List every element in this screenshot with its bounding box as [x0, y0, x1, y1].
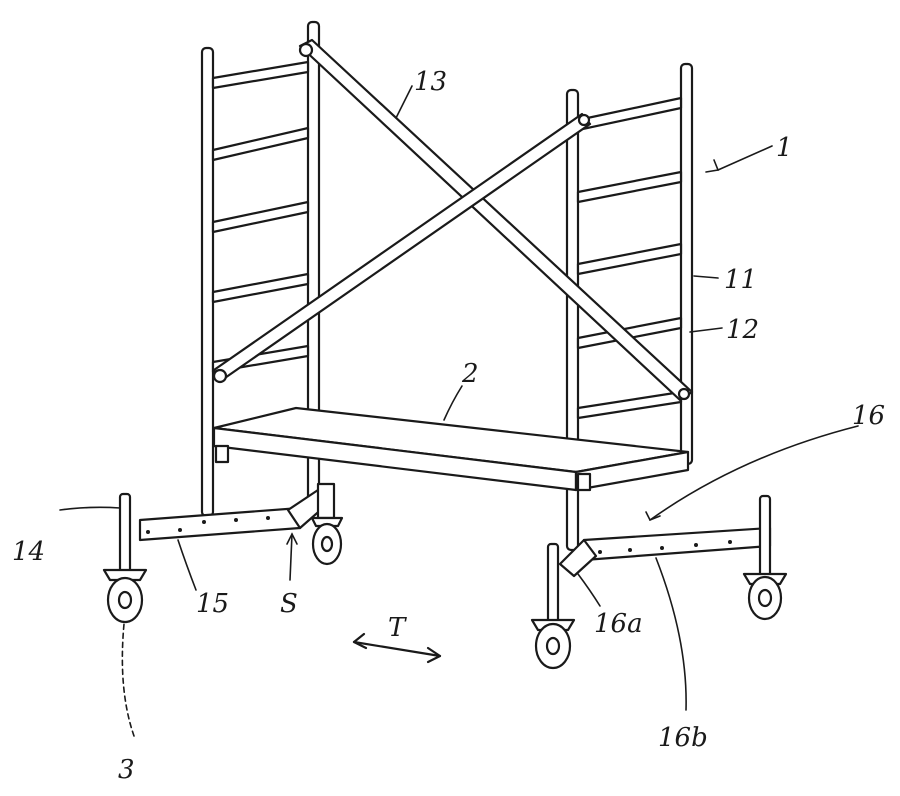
castor-wheel — [530, 618, 576, 670]
left-frame-rung — [211, 272, 310, 304]
leader-15 — [177, 539, 197, 591]
label-15: 15 — [196, 589, 229, 619]
leader-14 — [59, 506, 121, 511]
stabiliser-arm-15 — [138, 506, 302, 542]
right-stabiliser — [546, 494, 772, 626]
diagonal-braces — [212, 38, 694, 402]
wheel-hub — [117, 590, 133, 610]
leader-16a — [577, 573, 601, 607]
rivet — [598, 550, 602, 554]
travel-direction-arrow — [352, 640, 442, 658]
stabiliser-joint-16a — [558, 538, 598, 578]
support-post — [546, 542, 560, 626]
rivet — [660, 546, 664, 550]
left-frame-rung — [211, 126, 310, 162]
label-s: S — [280, 589, 298, 619]
leader-16-arrowhead — [645, 511, 661, 522]
label-2: 2 — [461, 359, 479, 389]
leader-16 — [649, 425, 859, 521]
label-3: 3 — [118, 755, 135, 785]
castor-wheel — [310, 516, 344, 566]
right-frame-outer-upright — [679, 62, 694, 466]
castor-wheel — [742, 572, 788, 621]
leader-13 — [395, 85, 413, 119]
leader-1-arrowhead — [705, 159, 720, 173]
label-16a: 16a — [594, 609, 643, 639]
castor-wheel-3 — [102, 568, 148, 624]
castor-wheels — [102, 516, 788, 670]
stabiliser-clamp — [316, 482, 336, 520]
platform-hook — [576, 472, 592, 492]
leader-3 — [121, 623, 135, 737]
support-post-14 — [118, 492, 132, 576]
leader-12 — [689, 327, 723, 333]
brace-hook — [212, 368, 228, 384]
wheel-hub — [320, 535, 334, 553]
leader-1 — [717, 145, 773, 171]
rivet — [728, 540, 732, 544]
left-frame-rung — [211, 200, 310, 234]
label-t: T — [388, 613, 407, 643]
leader-s — [289, 533, 293, 581]
left-frame — [200, 20, 321, 518]
label-14: 14 — [12, 537, 45, 567]
rivet — [694, 543, 698, 547]
leader-lines — [59, 85, 859, 737]
label-16b: 16b — [658, 723, 708, 753]
leader-16b — [655, 557, 687, 711]
left-frame-rung — [211, 60, 310, 90]
arrowhead-left — [352, 632, 368, 650]
wheel-hub — [545, 636, 561, 656]
right-frame-rung — [576, 242, 683, 276]
castor-plate — [102, 568, 148, 582]
rivet — [266, 516, 270, 520]
wheel-hub — [757, 588, 773, 608]
label-11: 11 — [724, 265, 757, 295]
rivet — [146, 530, 150, 534]
brace-hook — [577, 113, 591, 127]
rivet — [234, 518, 238, 522]
reference-labels: 13 1 11 12 2 16 14 15 S T 16a 16b 3 — [12, 67, 885, 785]
left-frame-outer-upright — [200, 46, 215, 518]
platform-hook — [214, 444, 230, 464]
label-13: 13 — [414, 67, 447, 97]
platform-2 — [212, 406, 690, 492]
rivet — [202, 520, 206, 524]
brace-hook — [298, 42, 314, 58]
label-16: 16 — [852, 401, 885, 431]
right-frame — [565, 62, 694, 552]
right-frame-rung — [576, 170, 683, 204]
castor-plate — [310, 516, 344, 528]
brace-hook — [677, 387, 691, 401]
rivet — [178, 528, 182, 532]
leader-11 — [693, 275, 719, 279]
rivet — [628, 548, 632, 552]
label-1: 1 — [776, 133, 793, 163]
platform-side-edge — [574, 450, 690, 492]
label-12: 12 — [726, 315, 759, 345]
leader-s-arrowhead — [286, 532, 298, 545]
arrowhead-right — [426, 646, 442, 664]
right-frame-rung — [576, 390, 683, 420]
stabiliser-arm-16b — [582, 526, 772, 562]
diagonal-brace-13 — [298, 38, 694, 402]
support-post — [758, 494, 772, 578]
left-stabiliser — [118, 482, 336, 576]
right-frame-rung — [576, 96, 683, 132]
leader-2 — [443, 385, 463, 421]
